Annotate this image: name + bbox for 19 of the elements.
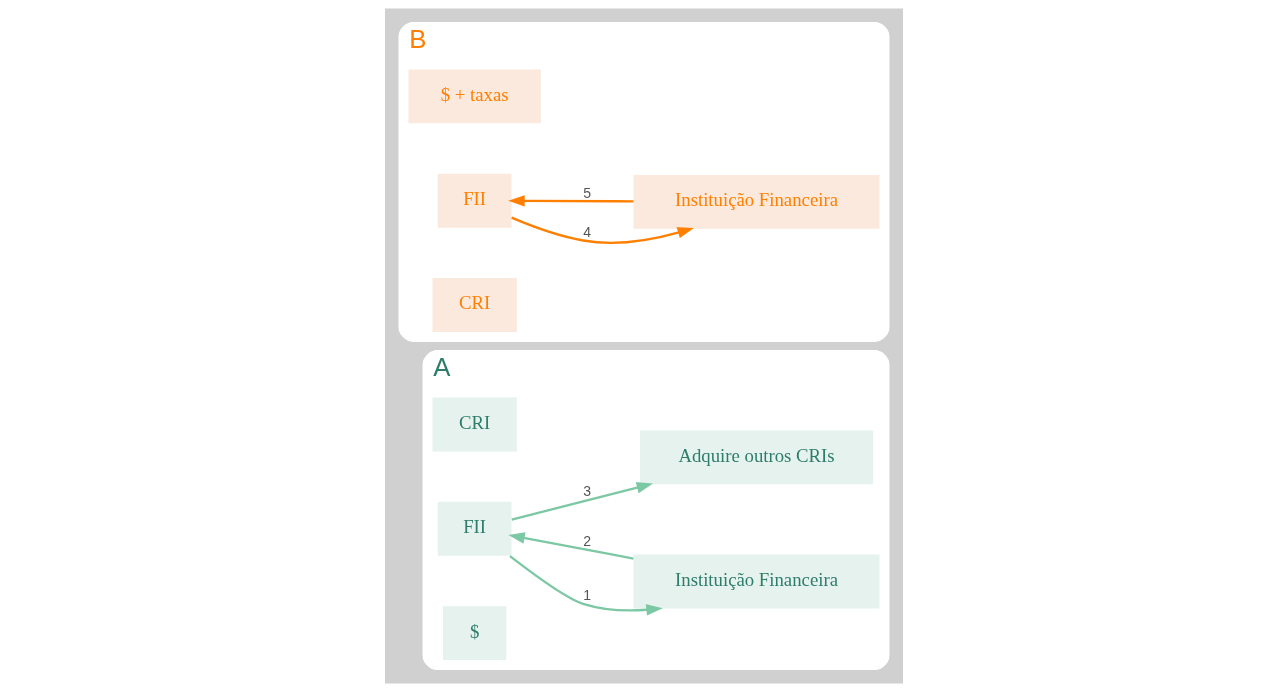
arrow (509, 555, 663, 616)
edge-label: 5 (583, 184, 592, 201)
node-box: CRI (432, 278, 517, 332)
node-box: $ + taxas (408, 69, 541, 124)
node-box: Instituição Financeira (633, 554, 880, 609)
arrow (511, 482, 654, 521)
edge-label: 1 (583, 586, 592, 603)
arrow (508, 532, 634, 560)
edge-label: 3 (583, 482, 592, 499)
arrow (508, 195, 634, 207)
node-box: $ (443, 606, 507, 661)
node-box: Adquire outros CRIs (639, 430, 874, 485)
node-box: FII (437, 173, 512, 228)
node-box: CRI (432, 397, 517, 452)
edge-label: 4 (583, 223, 592, 240)
node-box: FII (437, 501, 512, 556)
node-box: Instituição Financeira (633, 174, 880, 229)
edge-label: 2 (583, 532, 592, 549)
arrow (511, 216, 694, 244)
